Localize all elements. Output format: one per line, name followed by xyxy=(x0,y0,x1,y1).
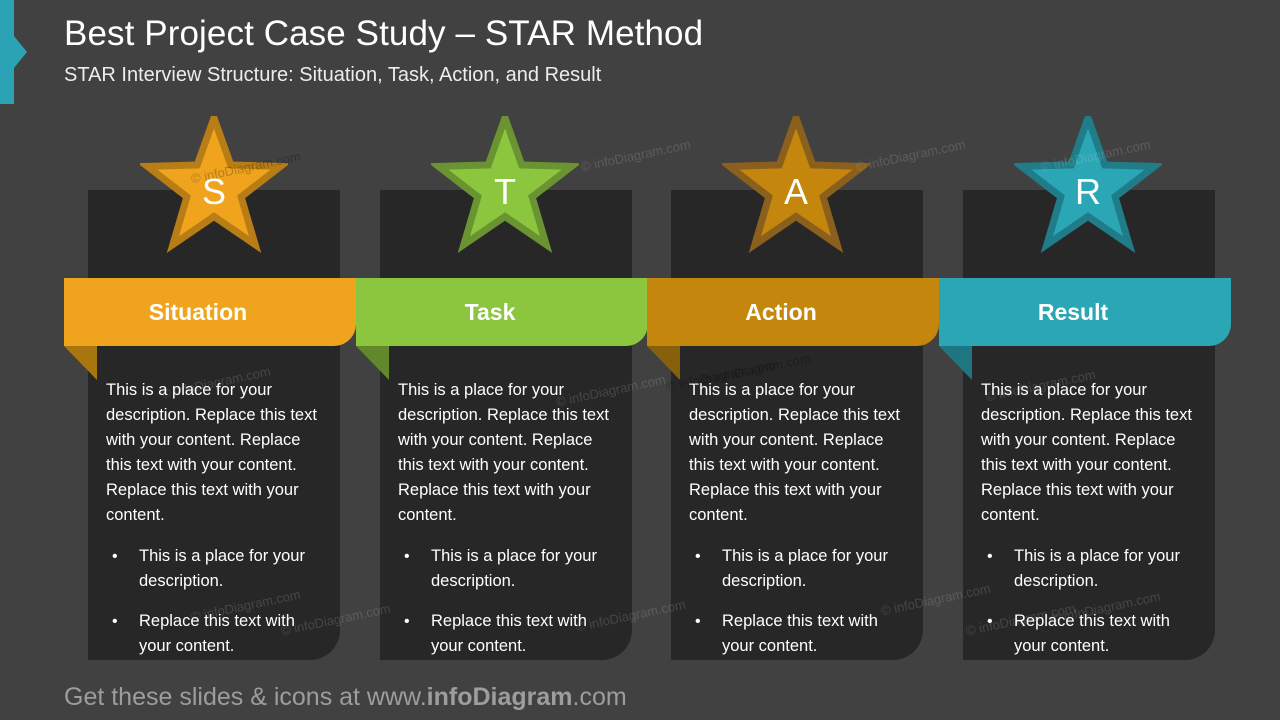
card-paragraph: This is a place for your description. Re… xyxy=(689,381,900,524)
card-bullet-list: • This is a place for your description. • R… xyxy=(689,544,909,659)
ribbon-body: Situation xyxy=(64,278,356,346)
ribbon-banner[interactable]: Result xyxy=(939,278,1231,380)
footer-prefix: Get these slides & icons at www. xyxy=(64,683,427,711)
star-letter: S xyxy=(201,171,226,212)
ribbon-fold-shape xyxy=(356,346,389,380)
star-card[interactable]: This is a place for your description. Re… xyxy=(671,190,923,660)
card-body: This is a place for your description. Re… xyxy=(106,378,326,674)
card-bullet-item: • Replace this text with your content. xyxy=(981,609,1201,659)
card-bullet-text: Replace this text with your content. xyxy=(722,612,878,655)
card-bullet-item: • This is a place for your description. xyxy=(981,544,1201,594)
ribbon-body: Action xyxy=(647,278,939,346)
card-body: This is a place for your description. Re… xyxy=(398,378,618,674)
star-letter: R xyxy=(1075,171,1101,212)
ribbon-label: Situation xyxy=(148,298,248,325)
ribbon-banner[interactable]: Task xyxy=(356,278,648,380)
star-card[interactable]: This is a place for your description. Re… xyxy=(963,190,1215,660)
card-bullet-text: This is a place for your description. xyxy=(1014,547,1180,590)
footer-brand: infoDiagram xyxy=(426,683,573,711)
card-paragraph: This is a place for your description. Re… xyxy=(398,381,609,524)
star-icon xyxy=(1014,116,1162,254)
card-bullet-item: • This is a place for your description. xyxy=(398,544,618,594)
ribbon-fold-shape xyxy=(939,346,972,380)
card-bullet-item: • Replace this text with your content. xyxy=(689,609,909,659)
star-badge: R xyxy=(1014,116,1162,258)
star-card[interactable]: This is a place for your description. Re… xyxy=(380,190,632,660)
star-icon xyxy=(431,116,579,254)
bullet-dot-icon: • xyxy=(695,548,701,565)
bullet-dot-icon: • xyxy=(112,613,118,630)
card-bullet-text: Replace this text with your content. xyxy=(139,612,295,655)
star-icon xyxy=(140,116,288,254)
ribbon-body: Task xyxy=(356,278,648,346)
left-accent-bar xyxy=(0,0,14,104)
card-bullet-list: • This is a place for your description. • R… xyxy=(981,544,1201,659)
watermark-text: © infoDiagram.com xyxy=(579,136,692,175)
card-bullet-item: • Replace this text with your content. xyxy=(398,609,618,659)
ribbon-banner[interactable]: Action xyxy=(647,278,939,380)
star-badge: S xyxy=(140,116,288,258)
card-paragraph: This is a place for your description. Re… xyxy=(106,381,317,524)
star-badge: A xyxy=(722,116,870,258)
ribbon-body: Result xyxy=(939,278,1231,346)
ribbon-fold-shape xyxy=(64,346,97,380)
card-bullet-text: This is a place for your description. xyxy=(139,547,305,590)
left-accent-chevron-icon xyxy=(14,36,27,68)
star-letter: A xyxy=(783,171,808,212)
ribbon-fold-shape xyxy=(647,346,680,380)
bullet-dot-icon: • xyxy=(695,613,701,630)
star-letter: T xyxy=(494,171,516,212)
bullet-dot-icon: • xyxy=(112,548,118,565)
card-bullet-text: This is a place for your description. xyxy=(722,547,888,590)
card-body: This is a place for your description. Re… xyxy=(689,378,909,674)
bullet-dot-icon: • xyxy=(404,548,410,565)
ribbon-banner[interactable]: Situation xyxy=(64,278,356,380)
card-bullet-list: • This is a place for your description. • R… xyxy=(398,544,618,659)
card-bullet-list: • This is a place for your description. • R… xyxy=(106,544,326,659)
ribbon-label: Result xyxy=(1037,298,1109,325)
card-bullet-item: • This is a place for your description. xyxy=(106,544,326,594)
card-bullet-text: Replace this text with your content. xyxy=(1014,612,1170,655)
card-bullet-item: • This is a place for your description. xyxy=(689,544,909,594)
footer-suffix: .com xyxy=(572,683,627,711)
bullet-dot-icon: • xyxy=(987,548,993,565)
ribbon-label: Task xyxy=(464,298,516,325)
page-subtitle: STAR Interview Structure: Situation, Tas… xyxy=(64,64,602,86)
star-badge: T xyxy=(431,116,579,258)
card-paragraph: This is a place for your description. Re… xyxy=(981,381,1192,524)
bullet-dot-icon: • xyxy=(404,613,410,630)
ribbon-label: Action xyxy=(745,298,817,325)
star-card[interactable]: This is a place for your description. Re… xyxy=(88,190,340,660)
card-bullet-item: • Replace this text with your content. xyxy=(106,609,326,659)
star-icon xyxy=(722,116,870,254)
page-title: Best Project Case Study – STAR Method xyxy=(64,14,704,53)
card-bullet-text: This is a place for your description. xyxy=(431,547,597,590)
bullet-dot-icon: • xyxy=(987,613,993,630)
footer-credit: Get these slides & icons at www.infoDiag… xyxy=(64,683,627,712)
card-body: This is a place for your description. Re… xyxy=(981,378,1201,674)
card-bullet-text: Replace this text with your content. xyxy=(431,612,587,655)
watermark-text: © infoDiagram.com xyxy=(854,136,967,175)
